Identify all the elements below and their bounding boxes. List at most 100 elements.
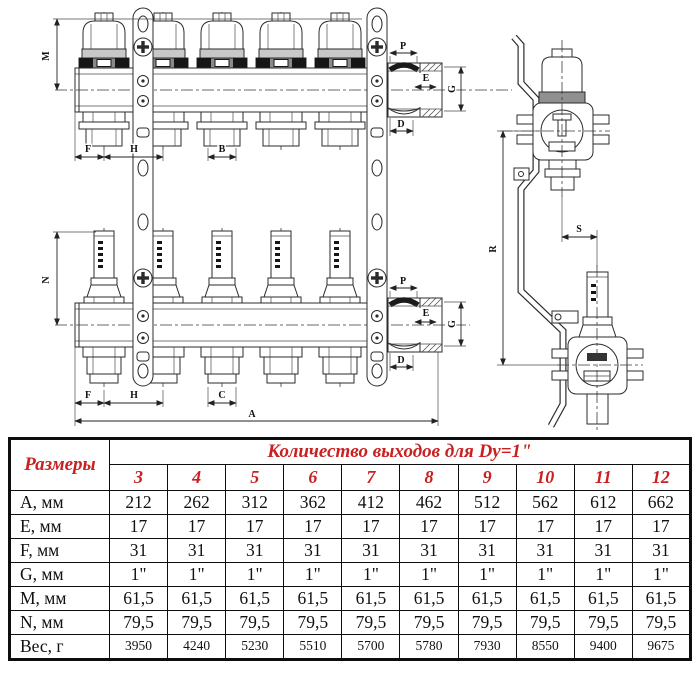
table-cell: 61,5 — [457, 586, 517, 611]
table-cell: 212 — [108, 490, 169, 515]
table-cell: 31 — [283, 538, 343, 563]
outlet-count-cell: 9 — [457, 464, 517, 491]
outlet-count-cell: 11 — [573, 464, 633, 491]
outlet-count-cell: 6 — [283, 464, 343, 491]
dim-N: N — [41, 276, 52, 284]
table-cell: 17 — [341, 514, 401, 539]
table-cell: 79,5 — [399, 610, 459, 635]
side-view: S R — [487, 34, 644, 430]
table-cell: 9675 — [631, 634, 692, 660]
table-cell: 1" — [283, 562, 343, 587]
table-cell: 312 — [225, 490, 285, 515]
table-cell: 7930 — [457, 634, 517, 660]
table-cell: 1" — [399, 562, 459, 587]
dim-P-bottom: P — [400, 276, 406, 287]
table-cell: 61,5 — [631, 586, 692, 611]
table-cell: 31 — [341, 538, 401, 563]
table-cell: 9400 — [573, 634, 633, 660]
dim-F-top: F — [85, 144, 91, 155]
table-cell: 1" — [457, 562, 517, 587]
table-cell: 4240 — [167, 634, 227, 660]
table-cell: 1" — [573, 562, 633, 587]
table-cell: 61,5 — [399, 586, 459, 611]
table-cell: 612 — [573, 490, 633, 515]
table-cell: 17 — [167, 514, 227, 539]
return-manifold — [55, 230, 470, 384]
outlet-count-cell: 4 — [167, 464, 227, 491]
table-cell: 5700 — [341, 634, 401, 660]
outlet-count-cell: 7 — [341, 464, 401, 491]
table-cell: 31 — [457, 538, 517, 563]
row-label: F, мм — [9, 538, 110, 563]
technical-drawing: M N F H B P E G D — [40, 6, 644, 430]
table-cell: 362 — [283, 490, 343, 515]
table-cell: 61,5 — [283, 586, 343, 611]
table-cell: 17 — [283, 514, 343, 539]
dim-H-bottom: H — [130, 390, 138, 401]
table-cell: 61,5 — [573, 586, 633, 611]
outlet-count-cell: 5 — [225, 464, 285, 491]
dim-P-top: P — [400, 41, 406, 52]
bracket-right — [365, 6, 389, 388]
dim-G-bottom: G — [447, 320, 458, 328]
table-cell: 1" — [225, 562, 285, 587]
dim-S: S — [576, 224, 582, 235]
table-cell: 79,5 — [515, 610, 575, 635]
outlet-count-cell: 12 — [631, 464, 692, 491]
table-cell: 262 — [167, 490, 227, 515]
table-cell: 5780 — [399, 634, 459, 660]
table-cell: 17 — [515, 514, 575, 539]
table-group-header: Количество выходов для Dy=1" — [109, 438, 691, 465]
table-cell: 8550 — [515, 634, 575, 660]
dim-F-bottom: F — [85, 390, 91, 401]
dim-E-top: E — [423, 73, 430, 84]
table-cell: 31 — [399, 538, 459, 563]
table-cell: 462 — [399, 490, 459, 515]
table-cell: 31 — [631, 538, 692, 563]
row-label: M, мм — [9, 586, 110, 611]
table-cell: 17 — [225, 514, 285, 539]
row-label: N, мм — [9, 610, 110, 635]
dim-G-top: G — [447, 85, 458, 93]
table-cell: 412 — [341, 490, 401, 515]
outlet-count-cell: 8 — [399, 464, 459, 491]
table-cell: 17 — [457, 514, 517, 539]
bracket-left — [131, 6, 155, 388]
dim-E-bottom: E — [423, 308, 430, 319]
table-corner-label: Размеры — [9, 438, 110, 491]
table-cell: 61,5 — [108, 586, 169, 611]
dimensions-front: M N F H B P E G D — [40, 18, 466, 426]
table-cell: 1" — [167, 562, 227, 587]
table-cell: 31 — [108, 538, 169, 563]
outlet-count-cell: 10 — [515, 464, 575, 491]
table-cell: 31 — [573, 538, 633, 563]
supply-manifold — [55, 12, 512, 147]
table-cell: 17 — [631, 514, 692, 539]
table-cell: 1" — [341, 562, 401, 587]
dim-D-bottom: D — [397, 355, 404, 366]
table-cell: 79,5 — [225, 610, 285, 635]
table-cell: 1" — [108, 562, 169, 587]
table-cell: 512 — [457, 490, 517, 515]
table-cell: 5510 — [283, 634, 343, 660]
row-label: Вес, г — [9, 634, 110, 660]
table-cell: 17 — [108, 514, 169, 539]
side-valve-bottom — [551, 265, 644, 430]
table-cell: 17 — [573, 514, 633, 539]
row-label: G, мм — [9, 562, 110, 587]
table-cell: 79,5 — [341, 610, 401, 635]
table-cell: 17 — [399, 514, 459, 539]
table-cell: 1" — [631, 562, 692, 587]
dim-A: A — [248, 409, 256, 420]
table-cell: 61,5 — [225, 586, 285, 611]
row-label: A, мм — [9, 490, 110, 515]
